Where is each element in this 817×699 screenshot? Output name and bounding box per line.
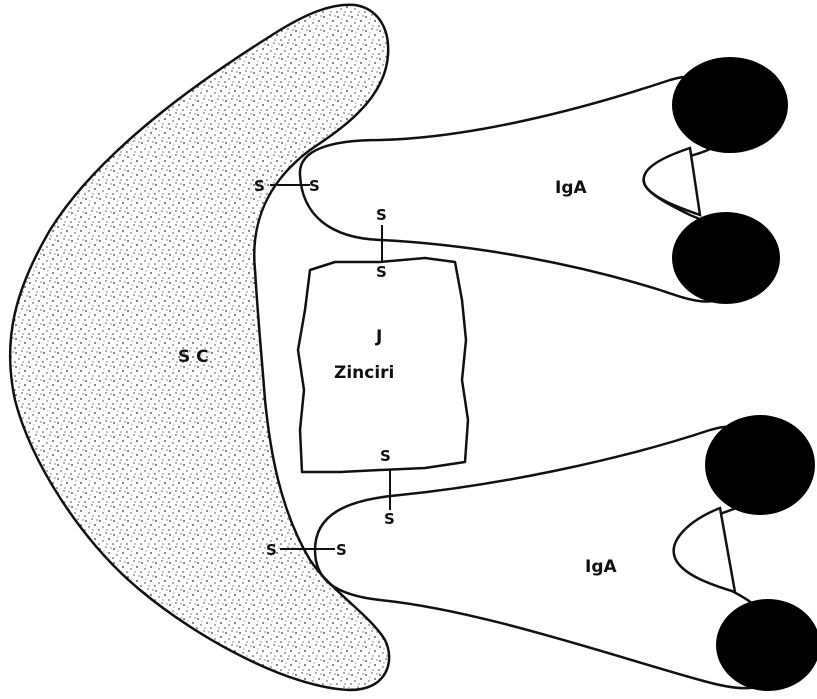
s-label-sc-top: S bbox=[254, 177, 265, 195]
iga-top-fab-tip-1 bbox=[672, 57, 788, 153]
iga-top-fork bbox=[644, 148, 700, 215]
iga-bottom-fab-tip-2 bbox=[716, 599, 817, 691]
j-chain-label: Zinciri bbox=[334, 363, 394, 383]
iga-bottom-fab-tip-1 bbox=[705, 415, 815, 515]
s-label-iga-bottom-upper: S bbox=[384, 510, 395, 528]
s-label-j-top: S bbox=[376, 263, 387, 281]
sc-label: S C bbox=[178, 347, 209, 367]
s-label-j-bottom: S bbox=[380, 447, 391, 465]
iga-top-fab-tip-2 bbox=[672, 212, 780, 304]
s-label-sc-bottom: S bbox=[266, 541, 277, 559]
iga-bottom-fork bbox=[674, 508, 735, 592]
iga-bottom-label: IgA bbox=[585, 557, 617, 577]
s-label-iga-top-left: S bbox=[309, 177, 320, 195]
s-label-iga-bottom-left: S bbox=[336, 541, 347, 559]
j-label: J bbox=[375, 327, 382, 347]
s-label-iga-top-lower: S bbox=[376, 206, 387, 224]
iga-top-label: IgA bbox=[555, 178, 587, 198]
